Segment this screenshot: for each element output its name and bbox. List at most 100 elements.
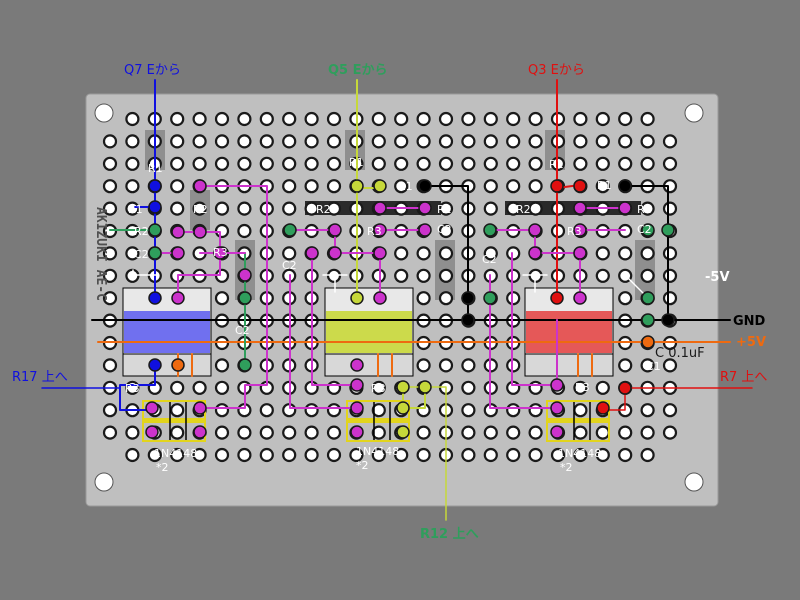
ic-block-1 — [122, 287, 212, 377]
board-hole — [102, 134, 118, 149]
node-dot — [396, 425, 410, 439]
board-hole — [573, 156, 588, 171]
board-hole — [618, 111, 633, 127]
board-hole — [170, 380, 185, 395]
node-dot — [145, 401, 159, 415]
board-hole — [506, 403, 521, 418]
mount-hole-top-left — [94, 103, 114, 123]
ch1-r2b-label: R2 — [134, 225, 149, 238]
ch2-r2-label: R2 — [316, 203, 331, 216]
board-hole — [573, 403, 588, 418]
board-hole — [326, 134, 342, 149]
board-hole — [394, 111, 409, 127]
r17-output-wire — [119, 364, 156, 411]
node-dot — [528, 246, 542, 260]
node-dot — [618, 381, 632, 395]
node-dot — [596, 401, 610, 415]
board-hole — [640, 201, 655, 216]
board-hole — [640, 425, 655, 440]
board-hole — [326, 403, 342, 418]
board-hole — [438, 223, 454, 239]
board-hole — [304, 134, 319, 149]
q3-label: Q3 Eから — [528, 63, 585, 78]
board-hole — [102, 358, 118, 373]
ch1-r1-label: R1 — [148, 162, 163, 175]
board-hole — [506, 447, 521, 463]
board-hole — [416, 111, 431, 127]
node-dot — [373, 291, 387, 305]
board-hole — [214, 134, 230, 149]
board-hole — [371, 111, 386, 127]
board-hole — [416, 358, 431, 373]
node-dot — [148, 200, 162, 214]
ch1-r3b-label: R3 — [125, 382, 140, 395]
board-hole — [595, 246, 610, 261]
ch1-r3-label: R3 — [213, 246, 228, 259]
board-hole — [304, 111, 319, 127]
node-dot — [550, 378, 564, 392]
q5-label: Q5 Eから — [328, 63, 388, 78]
board-hole — [326, 268, 342, 283]
q7-label: Q7 Eから — [124, 63, 181, 78]
ch3-r1b-label: R1 — [597, 179, 612, 192]
mount-hole-top-right — [684, 103, 704, 123]
board-hole — [662, 246, 678, 261]
board-hole — [214, 425, 230, 440]
board-hole — [573, 447, 588, 463]
board-hole — [416, 291, 431, 306]
board-hole — [528, 380, 543, 395]
ch1-c2-label: C2 — [134, 248, 149, 261]
board-hole — [326, 201, 342, 216]
board-hole — [125, 134, 140, 149]
ch2-r2b-label: R2 — [437, 203, 452, 216]
board-hole — [394, 268, 409, 283]
board-hole — [595, 380, 610, 395]
channel-1-labels: R1 R1 R2 R2 C2 R3 C2 R3 1N4148 *2 — [125, 162, 250, 474]
board-hole — [438, 156, 454, 171]
board-hole — [506, 201, 521, 216]
board-hole — [528, 134, 543, 149]
ch3-diode-label: 1N4148 — [558, 447, 601, 460]
board-hole — [326, 380, 342, 395]
node-dot — [145, 425, 159, 439]
board-hole — [416, 425, 431, 440]
board-hole — [371, 425, 386, 440]
node-dot — [171, 225, 185, 239]
r17-label: R17 上へ — [12, 370, 68, 385]
board-hole — [102, 156, 118, 171]
board-hole — [438, 268, 454, 283]
node-dot — [396, 380, 410, 394]
board-hole — [483, 201, 498, 216]
node-dot — [238, 358, 252, 372]
board-hole — [102, 179, 118, 194]
board-hole — [461, 425, 476, 440]
node-dot — [238, 268, 252, 282]
board-hole — [304, 425, 319, 440]
ic-block-2 — [324, 287, 414, 377]
ch3-r3b-label: R3 — [575, 381, 590, 394]
board-hole — [640, 111, 655, 127]
board-hole — [170, 425, 185, 440]
board-hole — [102, 201, 118, 216]
board-hole — [214, 156, 230, 171]
board-hole — [483, 134, 498, 149]
board-hole — [573, 134, 588, 149]
board-hole — [170, 179, 185, 194]
board-hole — [573, 425, 588, 440]
node-dot — [550, 425, 564, 439]
board-hole — [573, 111, 588, 127]
board-hole — [438, 111, 454, 127]
mount-hole-bottom-left — [94, 472, 114, 492]
board-hole — [662, 425, 678, 440]
board-hole — [506, 246, 521, 261]
board-hole — [595, 268, 610, 283]
board-hole — [192, 380, 207, 395]
board-hole — [125, 201, 140, 216]
node-dot — [573, 291, 587, 305]
node-dot — [171, 358, 185, 372]
board-hole — [282, 201, 297, 216]
node-dot — [483, 291, 497, 305]
ic-block-3 — [524, 287, 614, 377]
board-hole — [528, 447, 543, 463]
ch1-diode-label: 1N4148 — [154, 447, 197, 460]
